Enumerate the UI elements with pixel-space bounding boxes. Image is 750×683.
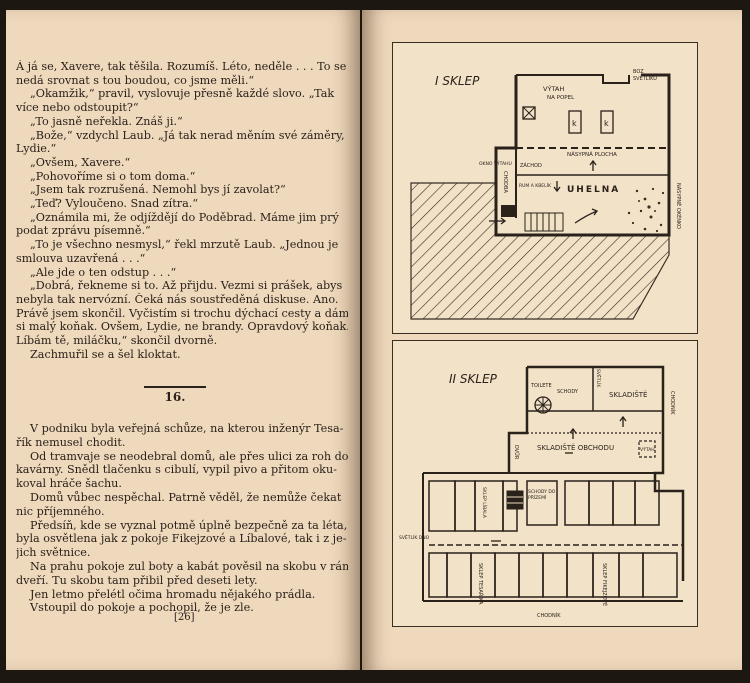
plan2-label-chodnik-right: CHODNÍK (669, 391, 676, 415)
text-line: Líbám tě, miláčku,“ skončil dvorně. (16, 334, 218, 348)
plan1-hatched-ground (410, 182, 670, 320)
plan1-label-okno-vytahu: OKNO VÝTAHU (479, 160, 512, 167)
plan1-label-zachod: ZÁCHOD (520, 162, 542, 169)
plan1-label-boz: BOZ (633, 69, 644, 75)
plan1-label-chodba: CHODBA (502, 171, 508, 193)
plan1-drawing: I SKLEP VÝTAH NA POPEL BOZ SVĚTLÍKU k k … (410, 69, 683, 320)
text-line: nic příjemného. (16, 504, 105, 518)
plan1-label-vytah: VÝTAH (543, 84, 564, 93)
plan1-label-k1: k (572, 119, 577, 128)
plan2-label-schody-do: SCHODY DO (528, 489, 556, 495)
plan1-label-rum-a-kbelik: RUM A KBELÍK (519, 182, 552, 189)
chapter-heading: 16. (140, 386, 210, 404)
text-line: Domů vůbec nespěchal. Patrně věděl, že n… (30, 490, 342, 504)
plan2-label-sklep-tesarika: SKLEP TESAŘÍKA (477, 563, 485, 605)
right-page: I SKLEP VÝTAH NA POPEL BOZ SVĚTLÍKU k k … (362, 10, 742, 670)
text-line: Á já se, Xavere, tak těšila. Rozumíš. Lé… (16, 60, 347, 73)
floor-plan-second-cellar: II SKLEP TOILETE SCHODY SVĚTLÍK SKLADIŠT… (392, 340, 698, 627)
text-line: jich světnice. (16, 546, 91, 560)
plan1-label-k2: k (604, 119, 609, 128)
text-line: Vstoupil do pokoje a pochopil, že je zle… (30, 601, 254, 615)
plan1-label-nasypne-okenko: NÁSYPNÉ OKÉNKO (675, 183, 683, 229)
plan2-label-chodnik-bottom: CHODNÍK (537, 612, 561, 619)
plan2-stairs (506, 490, 524, 510)
text-line: V podniku byla veřejná schůze, na kterou… (30, 422, 344, 435)
plan2-label-toilete: TOILETE (530, 383, 552, 389)
text-line: „Okamžik,“ pravil, vyslovuje přesně každ… (30, 87, 335, 101)
text-line: více nebo odstoupit?“ (16, 101, 139, 115)
text-line: nedá srovnat s tou boudou, co jsme měli.… (16, 73, 255, 87)
text-line: „To jasně neřekla. Znáš ji.“ (30, 114, 183, 128)
plan2-elevator (638, 440, 656, 458)
chapter-number: 16. (164, 389, 186, 404)
plan2-title: II SKLEP (449, 372, 498, 386)
plan2-cubicles-row2 (428, 552, 678, 598)
page-number: [26] (174, 612, 195, 623)
text-line: „Dobrá, řekneme si to. Až přijdu. Vezmi … (30, 279, 343, 293)
text-line: Jen letmo přelétl očima hromadu nějakého… (30, 587, 316, 601)
plan2-label-sklep-fikejzove: SKLEP FIKEJZOVÉ (601, 563, 609, 606)
text-line: koval hráče šachu. (16, 477, 122, 491)
text-line: Zachmuřil se a šel kloktat. (30, 347, 181, 361)
text-line: Předsíň, kde se vyznal potmě úplně bezpe… (30, 518, 348, 532)
plan2-label-dvur: DVŮR (513, 445, 520, 460)
text-line: kavárny. Snědl tlačenku s cibulí, vypil … (16, 463, 337, 477)
text-line: podat zprávu písemně.“ (16, 224, 151, 238)
plan1-elevator-box (522, 106, 536, 120)
plan1-wall-top (516, 74, 630, 84)
text-block-bottom: V podniku byla veřejná schůze, na kterou… (16, 422, 348, 615)
text-line: Právě jsem skončil. Vyčistím si trochu d… (16, 306, 348, 320)
text-line: nebyla tak nervózní. Čeká nás soustředěn… (16, 292, 339, 306)
plan2-label-svetlik-dno: SVĚTLÍK DNO (399, 533, 430, 541)
plan2-label-vytah: VÝTAH (640, 446, 655, 453)
plan1-title: I SKLEP (435, 74, 480, 88)
left-page: Á já se, Xavere, tak těšila. Rozumíš. Lé… (6, 10, 360, 670)
plan1-label-uhelna: UHELNA (567, 185, 620, 195)
plan1-label-na-popel: NA POPEL (547, 95, 575, 101)
text-line: „Ale jde o ten odstup . . .“ (30, 265, 177, 279)
plan2-label-svetlik: SVĚTLÍK (595, 369, 603, 388)
text-line: „To je všechno nesmysl,“ řekl mrzutě Lau… (30, 238, 339, 252)
plan1-stairs (524, 212, 564, 232)
plan2-label-schody: SCHODY (557, 389, 579, 395)
plan1-coal-heap (627, 187, 665, 233)
plan2-cubicles-row1 (428, 480, 660, 532)
text-line: řík nemusel chodit. (16, 435, 126, 449)
plan2-drawing: II SKLEP TOILETE SCHODY SVĚTLÍK SKLADIŠT… (399, 365, 685, 619)
text-line: „Bože,“ vzdychl Laub. „Já tak nerad mění… (30, 128, 345, 142)
text-line: byla osvětlena jak z pokoje Fikejzové a … (16, 532, 347, 546)
plan1-label-nasypna-plocha: NÁSYPNÁ PLOCHA (567, 151, 617, 158)
plan1-label-svetliku: SVĚTLÍKU (633, 74, 657, 82)
text-line: „Ovšem, Xavere.“ (30, 155, 131, 169)
text-line: „Pohovoříme si o tom doma.“ (30, 169, 196, 183)
chapter-rule (144, 386, 206, 388)
text-line: smlouva uzavřená . . .“ (16, 251, 146, 265)
text-line: „Teď? Vyloučeno. Snad zítra.“ (30, 197, 199, 211)
text-line: dveří. Tu skobu tam přibil před deseti l… (16, 573, 258, 587)
text-block-top: Á já se, Xavere, tak těšila. Rozumíš. Lé… (16, 60, 348, 361)
text-line: Od tramvaje se neodebral domů, ale přes … (30, 449, 348, 463)
plan2-label-prizemi: PŘÍZEMÍ (528, 493, 547, 501)
plan2-label-skladiste-obchodu: SKLADIŠTĚ OBCHODU (537, 443, 614, 452)
plan2-label-sklep-libala: SKLEP LÍBALA (481, 487, 488, 519)
text-line: Lydie.“ (16, 142, 57, 156)
floor-plan-first-cellar: I SKLEP VÝTAH NA POPEL BOZ SVĚTLÍKU k k … (392, 42, 698, 334)
text-line: „Jsem tak rozrušená. Nemohl bys jí zavol… (30, 183, 286, 197)
text-line: Na prahu pokoje zul boty a kabát pověsil… (30, 559, 348, 573)
text-line: si malý koňak. Ovšem, Lydie, ne brandy. … (16, 320, 348, 334)
text-line: „Oznámila mi, že odjíždějí do Poděbrad. … (30, 210, 339, 224)
plan2-label-skladiste: SKLADIŠTĚ (609, 390, 647, 399)
